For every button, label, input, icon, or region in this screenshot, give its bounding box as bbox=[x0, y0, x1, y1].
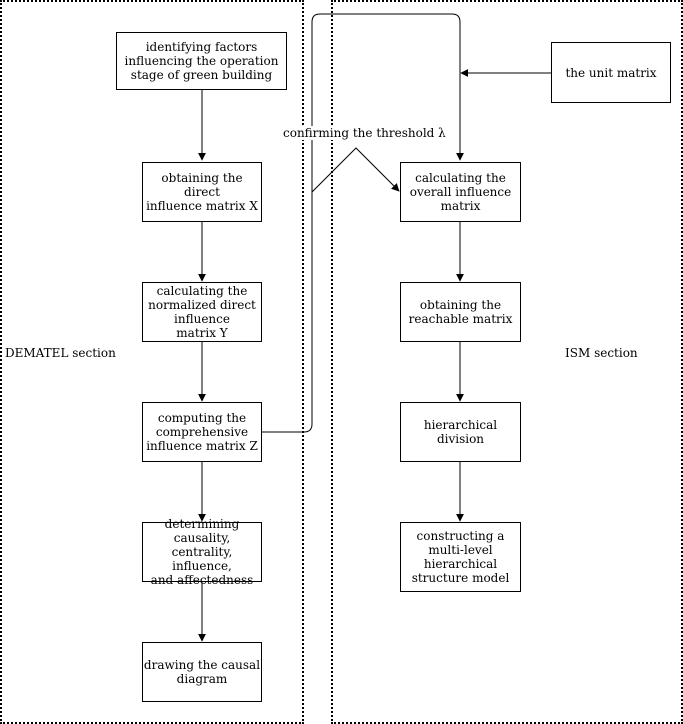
step-causal-diagram: drawing the causal diagram bbox=[142, 642, 262, 702]
step-normalized-matrix: calculating the normalized direct influe… bbox=[142, 282, 262, 342]
ism-section-label: ISM section bbox=[565, 346, 638, 360]
ism-section bbox=[331, 0, 683, 724]
arrow-z-to-overall bbox=[262, 13, 464, 433]
step-unit-matrix: the unit matrix bbox=[551, 42, 671, 103]
arrow-threshold bbox=[311, 147, 400, 193]
step-causality: determining causality, centrality, influ… bbox=[142, 517, 262, 587]
step-reachable-matrix: obtaining the reachable matrix bbox=[400, 282, 521, 342]
step-direct-matrix: obtaining the direct influence matrix X bbox=[142, 162, 262, 222]
step-comprehensive-matrix: computing the comprehensive influence ma… bbox=[142, 402, 262, 462]
step-structure-model: constructing a multi-level hierarchical … bbox=[400, 522, 521, 592]
dematel-section bbox=[0, 0, 304, 724]
step-hierarchical-division: hierarchical division bbox=[400, 402, 521, 462]
threshold-label: confirming the threshold λ bbox=[283, 126, 446, 140]
step-identify-factors: identifying factors influencing the oper… bbox=[116, 32, 287, 90]
step-overall-matrix: calculating the overall influence matrix bbox=[400, 162, 521, 222]
dematel-section-label: DEMATEL section bbox=[5, 346, 116, 360]
